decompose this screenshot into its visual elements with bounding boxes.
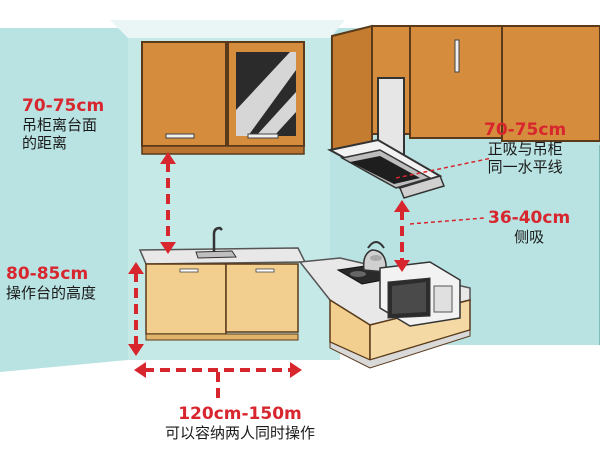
aisle-width-line1: 可以容纳两人同时操作 [164, 424, 315, 443]
leader-hood-side [409, 217, 485, 225]
hood-top-value: 70-75cm [484, 120, 567, 140]
label-hood-top: 70-75cm 正吸与吊柜 同一水平线 [484, 120, 566, 176]
wall-cabinet-gap-line1: 吊柜离台面 [22, 116, 98, 135]
label-wall-cabinet-gap: 70-75cm 吊柜离台面 的距离 [22, 96, 104, 152]
dimension-arrows [134, 157, 493, 398]
hood-top-line2: 同一水平线 [487, 158, 563, 177]
leader-hood-top [395, 157, 493, 179]
label-aisle-width: 120cm-150m 可以容纳两人同时操作 [142, 404, 338, 442]
hood-side-value: 36-40cm [488, 208, 571, 228]
wall-cabinet-left [141, 41, 305, 155]
hood-side-line1: 侧吸 [514, 228, 545, 247]
sink-faucet-icon [195, 226, 237, 259]
label-hood-side: 36-40cm 侧吸 [488, 208, 570, 246]
wall-cabinet-gap-value: 70-75cm [22, 96, 105, 116]
hood-top-line1: 正吸与吊柜 [487, 140, 563, 159]
arrow-heads [128, 152, 410, 378]
back-counter [138, 247, 307, 341]
range-hood-icon [327, 77, 446, 199]
wall-cabinet-gap-line2: 的距离 [22, 134, 68, 153]
kettle-icon [362, 241, 387, 273]
left-wall [0, 28, 128, 372]
microwave-icon [379, 261, 461, 327]
aisle-width-value: 120cm-150m [178, 404, 302, 424]
label-counter-height: 80-85cm 操作台的高度 [6, 264, 96, 302]
ceiling-edge [110, 20, 345, 38]
counter-height-value: 80-85cm [6, 264, 89, 284]
floor [0, 345, 600, 468]
counter-height-line1: 操作台的高度 [6, 284, 97, 303]
